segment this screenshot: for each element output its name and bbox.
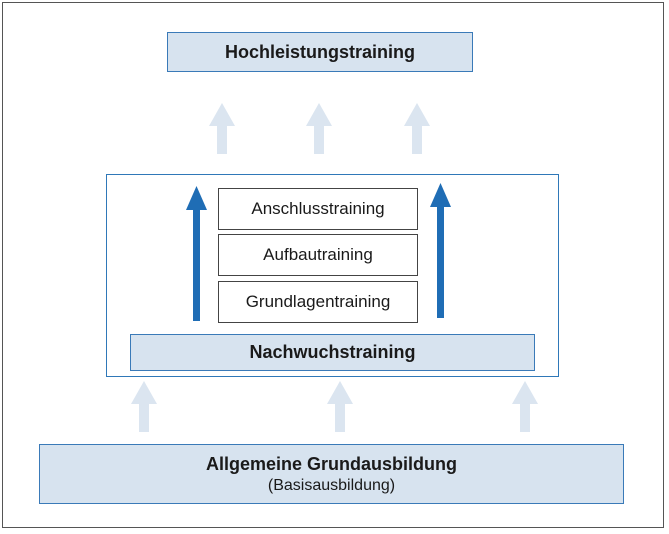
light-up-arrow xyxy=(131,381,157,432)
top-box-label: Hochleistungstraining xyxy=(224,41,415,62)
base-box-nachwuchstraining: Nachwuchstraining xyxy=(130,334,535,371)
stage-box-anschlusstraining: Anschlusstraining xyxy=(218,188,418,230)
light-up-arrow xyxy=(404,103,430,154)
base-box-label: Nachwuchstraining xyxy=(249,342,416,362)
top-box-hochleistungstraining: Hochleistungstraining xyxy=(167,32,473,72)
middle-section-frame xyxy=(106,174,559,377)
stage-box-aufbautraining: Aufbautraining xyxy=(218,234,418,276)
stage-label: Aufbautraining xyxy=(263,245,373,264)
bottom-box-sublabel: (Basisausbildung) xyxy=(267,476,396,494)
stage-box-grundlagentraining: Grundlagentraining xyxy=(218,281,418,323)
light-up-arrow xyxy=(327,381,353,432)
dark-up-arrow xyxy=(186,186,207,321)
dark-up-arrow xyxy=(430,183,451,318)
light-up-arrow xyxy=(209,103,235,154)
light-up-arrow xyxy=(306,103,332,154)
light-up-arrow xyxy=(512,381,538,432)
stage-label: Grundlagentraining xyxy=(245,292,391,311)
bottom-box-label: Allgemeine Grundausbildung xyxy=(205,453,457,474)
stage-label: Anschlusstraining xyxy=(251,199,385,218)
bottom-box-grundausbildung: Allgemeine Grundausbildung (Basisausbild… xyxy=(39,444,624,504)
